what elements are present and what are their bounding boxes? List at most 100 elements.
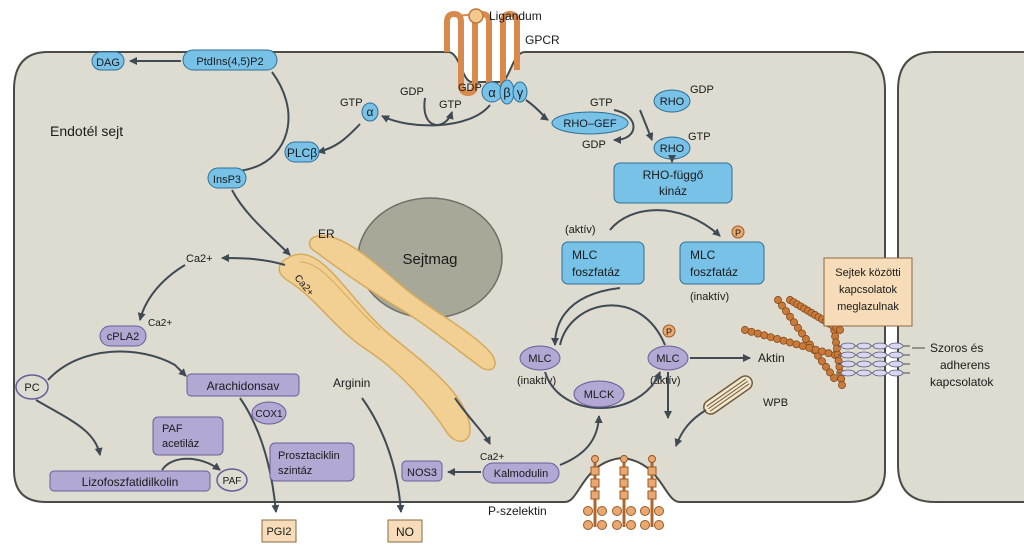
insp3-node[interactable]: [207, 167, 247, 189]
ligand: [468, 8, 484, 24]
gpcr-label: GPCR: [525, 33, 560, 47]
gtp-alpha-label: GTP: [340, 97, 363, 109]
wpb-label: WPB: [763, 397, 788, 409]
svg-text:kapcsolatok: kapcsolatok: [839, 284, 898, 296]
svg-text:szintáz: szintáz: [278, 465, 312, 477]
svg-text:P: P: [735, 228, 741, 238]
paf-node[interactable]: [216, 468, 248, 492]
tight-junction-label-1: Szoros és: [930, 341, 983, 355]
tight-junctions: [838, 342, 910, 377]
svg-text:β: β: [503, 85, 510, 100]
svg-text:DAG: DAG: [96, 57, 120, 69]
rho-gef-node[interactable]: [551, 111, 629, 135]
svg-text:RHO-függő: RHO-függő: [643, 168, 704, 182]
junction-loosening-box: [823, 257, 913, 327]
svg-text:PAF: PAF: [223, 476, 242, 487]
dag-node[interactable]: [91, 51, 125, 71]
aktin-label: Aktin: [758, 351, 785, 365]
rho-gdp-node[interactable]: [653, 89, 691, 113]
no-box: [387, 519, 423, 543]
svg-text:Prosztaciklin: Prosztaciklin: [278, 450, 340, 462]
ca-cpla2-label: Ca2+: [148, 318, 172, 329]
svg-text:α: α: [488, 85, 496, 100]
svg-text:COX1: COX1: [255, 409, 283, 420]
ptdins-node[interactable]: [182, 49, 278, 71]
mlck-node[interactable]: [573, 380, 625, 408]
pc-node[interactable]: [15, 374, 49, 400]
gtp-top-label: GTP: [439, 99, 462, 111]
svg-text:PAF: PAF: [162, 423, 183, 435]
calmodulin-node[interactable]: [482, 462, 560, 484]
svg-text:cPLA2: cPLA2: [107, 331, 139, 343]
paf-acetylase-node[interactable]: [152, 416, 224, 456]
svg-text:Lizofoszfatidilkolin: Lizofoszfatidilkolin: [82, 475, 179, 489]
svg-text:Sejtek közötti: Sejtek közötti: [835, 267, 900, 279]
svg-text:RHO–GEF: RHO–GEF: [563, 118, 616, 130]
arginin-label: Arginin: [333, 376, 370, 390]
mlc-active-node[interactable]: [647, 345, 689, 371]
svg-text:acetiláz: acetiláz: [162, 438, 199, 450]
svg-text:RHO: RHO: [660, 143, 685, 155]
svg-text:PLCβ: PLCβ: [287, 146, 317, 160]
ca-cytosol-label: Ca2+: [186, 253, 213, 265]
svg-text:InsP3: InsP3: [213, 174, 241, 186]
cell-label: Endotél sejt: [50, 123, 123, 139]
g-alpha-gtp-node[interactable]: [361, 102, 379, 122]
svg-text:PGI2: PGI2: [266, 526, 291, 538]
svg-text:foszfatáz: foszfatáz: [572, 265, 620, 279]
arachidon-node[interactable]: [186, 373, 300, 397]
svg-text:NOS3: NOS3: [407, 467, 437, 479]
rho-kinase-node[interactable]: [613, 162, 733, 204]
svg-text:NO: NO: [396, 525, 414, 539]
inaktiv-phos-label: (inaktív): [690, 291, 729, 303]
nucleus-label: Sejtmag: [402, 251, 457, 268]
gdp-rho-label: GDP: [690, 84, 714, 96]
svg-text:MLCK: MLCK: [584, 389, 615, 401]
svg-text:γ: γ: [517, 85, 524, 100]
er: [278, 234, 496, 442]
svg-text:Kalmodulin: Kalmodulin: [494, 468, 548, 480]
gdp-top-label: GDP: [400, 86, 424, 98]
svg-text:PC: PC: [24, 382, 39, 394]
svg-text:α: α: [367, 105, 374, 119]
phospho-badge-phos: [731, 225, 745, 239]
mlc-phosphatase-active-node[interactable]: [561, 241, 645, 285]
pgi2-box: [261, 519, 297, 543]
svg-text:Arachidonsav: Arachidonsav: [207, 379, 280, 393]
prostacyclin-synthase-node[interactable]: [269, 442, 355, 482]
gdp-rhogef-label: GDP: [582, 139, 606, 151]
svg-text:RHO: RHO: [660, 96, 685, 108]
svg-text:P: P: [666, 327, 672, 337]
svg-text:PtdIns(4,5)P2: PtdIns(4,5)P2: [196, 56, 263, 68]
ca-calmodulin-label: Ca2+: [480, 452, 504, 463]
mlc-phosphatase-inactive-node[interactable]: [679, 241, 765, 285]
gtp-rho-label: GTP: [688, 131, 711, 143]
svg-text:MLC: MLC: [528, 353, 551, 365]
actin-filaments: [741, 296, 846, 389]
neighbour-cell: [897, 51, 1024, 503]
cox1-node[interactable]: [251, 401, 287, 425]
phospho-badge-mlc: [662, 324, 676, 338]
svg-text:MLC: MLC: [690, 248, 716, 262]
er-label: ER: [318, 227, 335, 241]
ligand-label: Ligandum: [489, 9, 542, 23]
plcb-node[interactable]: [284, 141, 320, 163]
tight-junction-label-3: kapcsolatok: [930, 375, 994, 389]
tight-junction-label-2: adherens: [940, 358, 990, 372]
p-selectin-label: P-szelektin: [488, 504, 547, 518]
aktiv-phos-label: (aktív): [565, 224, 596, 236]
mlc-inactive-node[interactable]: [519, 345, 561, 371]
g-gamma-node[interactable]: [512, 81, 528, 103]
cpla2-node[interactable]: [99, 325, 147, 347]
svg-text:kináz: kináz: [659, 184, 687, 198]
svg-text:MLC: MLC: [572, 248, 598, 262]
gtp-rhogef-label: GTP: [590, 97, 613, 109]
nos3-node[interactable]: [401, 460, 443, 482]
svg-text:MLC: MLC: [656, 353, 679, 365]
gdp-gpcr-label: GDP: [458, 82, 482, 94]
p-selectin-molecules: [583, 455, 664, 530]
svg-text:meglazulnak: meglazulnak: [837, 301, 899, 313]
lyso-node[interactable]: [49, 470, 211, 492]
svg-text:foszfatáz: foszfatáz: [690, 265, 738, 279]
